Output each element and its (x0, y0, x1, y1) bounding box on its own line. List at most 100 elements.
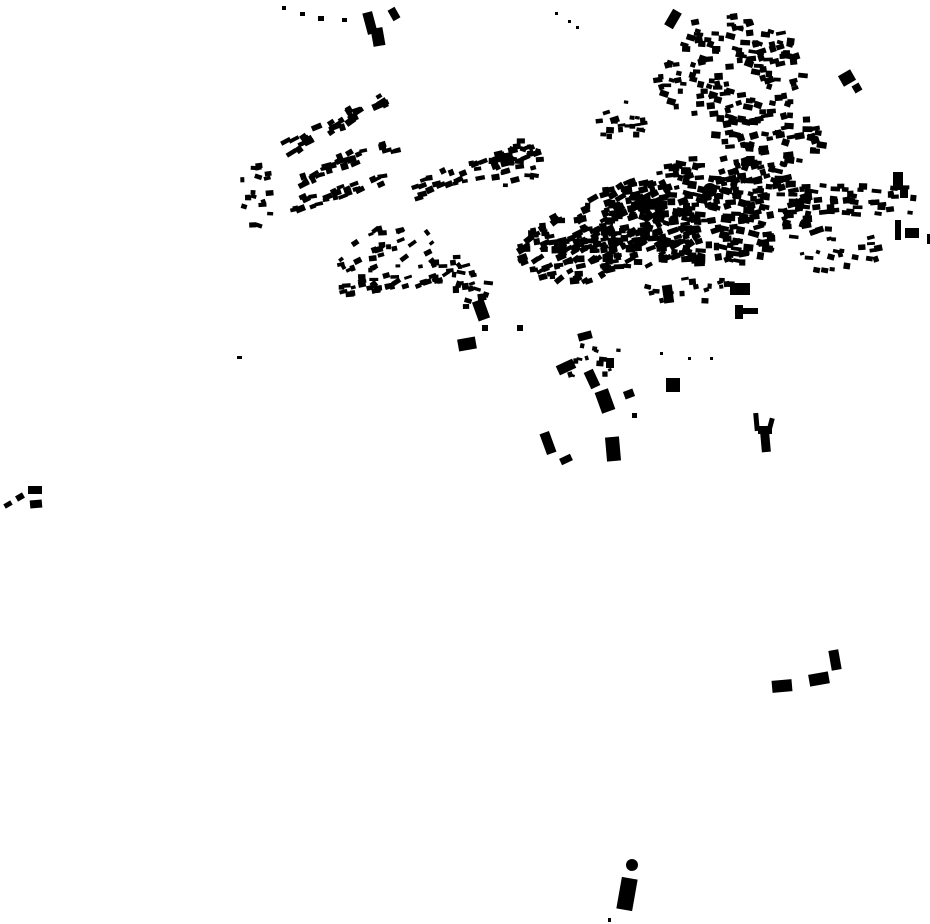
building (705, 83, 713, 90)
building (726, 176, 734, 183)
building (694, 237, 704, 246)
building (623, 263, 632, 269)
building (519, 146, 527, 153)
building (654, 219, 663, 229)
building (703, 286, 710, 293)
building (357, 280, 367, 288)
building (395, 264, 401, 268)
building (668, 77, 676, 83)
building (327, 128, 336, 137)
building (428, 240, 435, 246)
building (28, 486, 42, 494)
building (567, 234, 576, 243)
building (359, 274, 366, 281)
building (461, 282, 470, 291)
building (837, 69, 857, 87)
building (852, 205, 863, 210)
building (725, 103, 734, 110)
building (766, 108, 776, 114)
building (637, 127, 644, 131)
building (832, 207, 840, 213)
building (619, 242, 628, 251)
building (824, 226, 833, 232)
building (781, 92, 788, 100)
building (775, 43, 785, 51)
building (473, 166, 482, 172)
building (605, 126, 615, 134)
building (557, 236, 568, 246)
building (508, 146, 517, 152)
building (584, 202, 591, 210)
building (688, 278, 697, 286)
building (431, 180, 442, 188)
building (461, 178, 468, 184)
building (766, 210, 775, 220)
building (509, 175, 520, 184)
building (483, 280, 494, 286)
building (666, 378, 680, 392)
building (596, 360, 604, 367)
building (780, 50, 787, 56)
building (350, 159, 361, 168)
building (622, 388, 636, 400)
building (757, 54, 766, 62)
building (656, 170, 663, 176)
building (530, 256, 541, 265)
building (245, 195, 252, 201)
building (794, 131, 805, 140)
building (431, 262, 437, 269)
building (650, 196, 662, 205)
building (538, 272, 548, 281)
building (748, 131, 759, 141)
building (756, 164, 765, 171)
building (463, 297, 473, 305)
building (688, 357, 691, 360)
buildings-layer (3, 6, 930, 922)
building (738, 249, 750, 258)
building (624, 124, 630, 128)
building (634, 115, 640, 120)
building (732, 258, 744, 264)
building (614, 211, 623, 220)
building (443, 180, 454, 189)
building (682, 225, 693, 232)
building (691, 110, 698, 117)
building (874, 211, 882, 217)
building (633, 131, 640, 138)
building (370, 264, 377, 271)
building (298, 192, 308, 201)
building (344, 148, 354, 157)
building (338, 256, 345, 263)
building (617, 126, 624, 133)
building (806, 133, 817, 143)
building (339, 288, 348, 295)
building (532, 148, 542, 158)
building (631, 190, 641, 198)
building (725, 213, 736, 222)
building (885, 206, 895, 213)
building (732, 190, 743, 200)
building (696, 197, 708, 205)
building (597, 270, 607, 280)
building (697, 58, 706, 66)
building (750, 68, 761, 76)
building (703, 183, 717, 197)
building (785, 183, 795, 189)
building (529, 164, 537, 171)
building (743, 59, 755, 69)
building (3, 500, 13, 509)
building (314, 201, 324, 207)
building (708, 78, 715, 84)
building (692, 283, 699, 290)
building (407, 239, 417, 248)
building (644, 261, 653, 269)
building (664, 190, 673, 199)
building (495, 151, 505, 158)
building (763, 75, 775, 85)
building (658, 89, 670, 98)
building (690, 217, 699, 224)
building (684, 238, 696, 249)
building (790, 80, 797, 88)
building (548, 212, 559, 222)
